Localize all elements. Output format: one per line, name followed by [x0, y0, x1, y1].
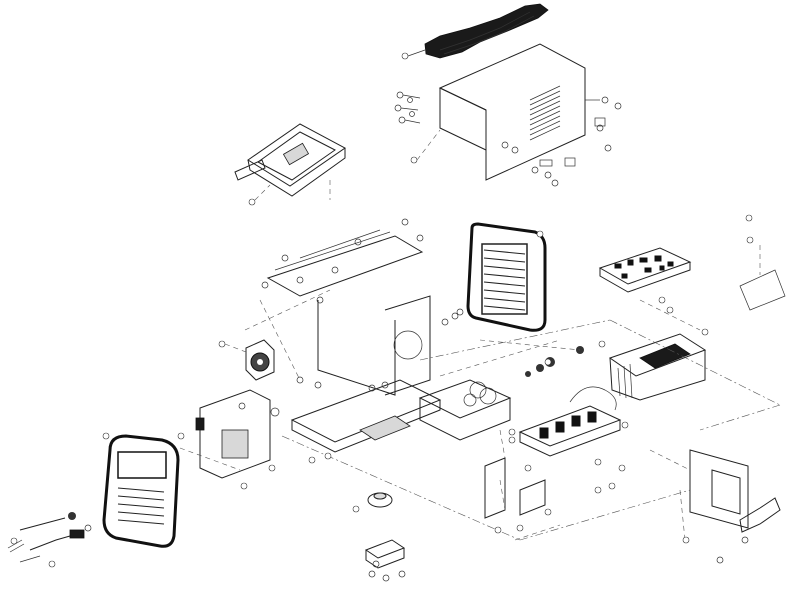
callout-markers: [240, 296, 690, 544]
right-panel: [689, 214, 786, 564]
rear-panel-grille: [466, 222, 547, 332]
bushing: [352, 492, 393, 513]
power-board: [518, 386, 629, 457]
torch-cable: [7, 512, 92, 553]
earth-clamp: [19, 529, 85, 568]
assembly-lines: [281, 180, 781, 541]
heatsink: [608, 328, 709, 401]
control-pcb: [598, 247, 701, 331]
cooling-fan: [218, 339, 275, 381]
side-panel: [177, 389, 280, 479]
front-panel: [102, 432, 180, 548]
mounting-bracket: [364, 539, 406, 582]
chassis-frame: [244, 218, 442, 453]
transformer-bracket: [418, 379, 546, 519]
top-cover: [394, 43, 622, 187]
control-tray: [234, 123, 346, 206]
carry-handle: [401, 3, 549, 60]
